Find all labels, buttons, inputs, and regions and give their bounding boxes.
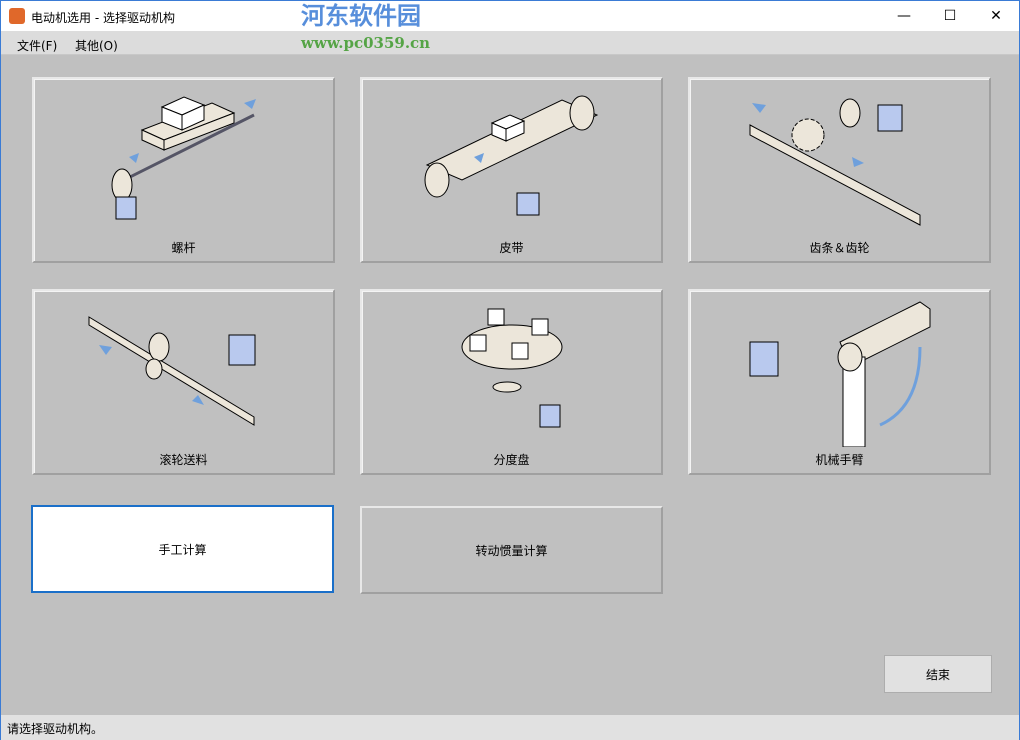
end-button[interactable]: 结束 (884, 655, 992, 693)
minimize-icon[interactable]: — (897, 8, 911, 24)
window-title: 电动机选用 - 选择驱动机构 (31, 11, 175, 25)
title-bar: 电动机选用 - 选择驱动机构 — ☐ ✕ (1, 1, 1019, 31)
mechanism-index-table[interactable]: 分度盘 (360, 289, 663, 475)
mechanism-robot-arm[interactable]: 机械手臂 (688, 289, 991, 475)
mechanism-label: 齿条＆齿轮 (809, 241, 870, 255)
mechanism-label: 螺杆 (171, 241, 196, 255)
rack-pinion-illustration (749, 98, 921, 226)
close-icon[interactable]: ✕ (990, 8, 1002, 24)
manual-calc-label: 手工计算 (158, 542, 207, 557)
inertia-calc-label: 转动惯量计算 (475, 543, 548, 558)
mechanism-label: 分度盘 (493, 453, 530, 467)
maximize-icon[interactable]: ☐ (943, 8, 957, 24)
menu-file[interactable]: 文件(F) (17, 39, 58, 53)
watermark-url: www.pc0359.cn (301, 34, 431, 52)
mechanism-label: 滚轮送料 (159, 453, 208, 467)
app-icon (9, 8, 25, 24)
inertia-calc-button[interactable]: 转动惯量计算 (360, 506, 663, 594)
mechanism-screw[interactable]: 螺杆 (32, 77, 335, 263)
roller-feed-illustration (88, 316, 256, 426)
watermark-logo: 河东软件园 (301, 1, 421, 30)
status-bar: 请选择驱动机构。 (1, 715, 1019, 740)
mechanism-belt[interactable]: 皮带 (360, 77, 663, 263)
mechanism-label: 皮带 (499, 241, 524, 255)
end-label: 结束 (925, 667, 950, 682)
belt-illustration (424, 95, 599, 216)
mechanism-label: 机械手臂 (815, 453, 864, 467)
manual-calc-button[interactable]: 手工计算 (31, 505, 334, 593)
mechanism-roller-feed[interactable]: 滚轮送料 (32, 289, 335, 475)
menu-bar: 文件(F) 其他(O) (1, 31, 1019, 55)
screw-illustration (111, 96, 256, 220)
mechanism-rack-pinion[interactable]: 齿条＆齿轮 (688, 77, 991, 263)
index-table-illustration (461, 308, 563, 428)
status-text: 请选择驱动机构。 (7, 722, 104, 736)
robot-arm-illustration (749, 301, 931, 447)
menu-other[interactable]: 其他(O) (75, 39, 118, 53)
